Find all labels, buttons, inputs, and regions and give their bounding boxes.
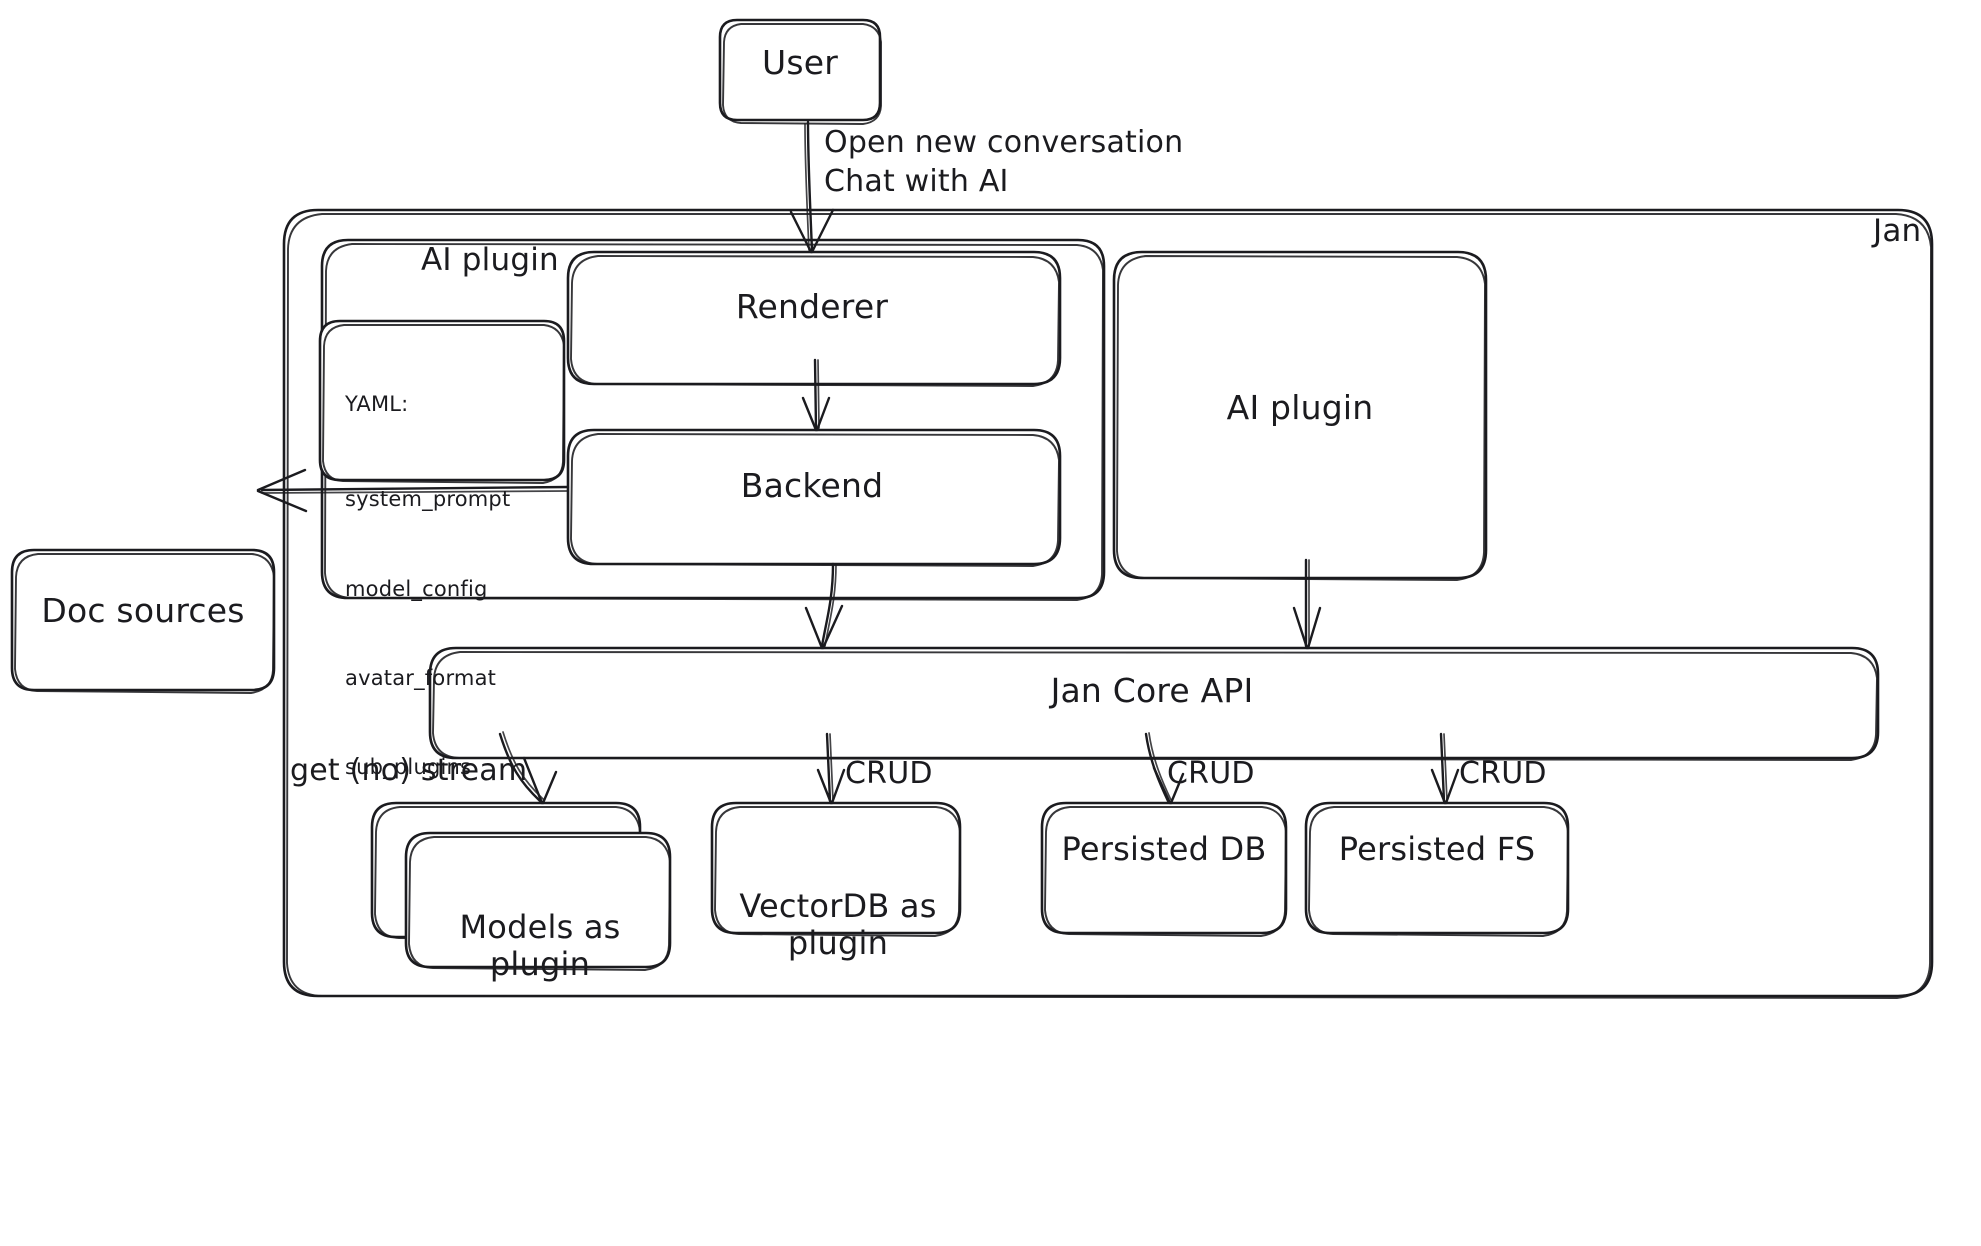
node-vectordb-shape [710,801,962,937]
edge-label-get-no-stream: get (no) stream [290,753,528,788]
edge-label-chat-with-ai: Chat with AI [824,164,1009,199]
yaml-note-key-model-config: model_config [345,576,488,601]
node-vectordb-line1: VectorDB as plugin [739,886,937,963]
node-user-label[interactable]: User [761,43,839,82]
node-persisted-fs-shape [1304,801,1570,937]
node-renderer-label[interactable]: Renderer [735,287,889,326]
node-vectordb-label[interactable]: VectorDB as plugin [739,812,936,1039]
node-ai-plugin-label[interactable]: AI plugin [1226,388,1374,427]
edge-renderer-to-backend [801,358,831,432]
node-persisted-db-shape [1040,801,1288,937]
node-doc-sources-label[interactable]: Doc sources [41,591,245,630]
yaml-note-key-avatar-format: avatar_format [345,665,497,690]
edge-label-crud-vectordb: CRUD [845,756,933,791]
node-jan-core-api-label[interactable]: Jan Core API [1050,671,1254,710]
node-doc-sources-shape [10,548,276,694]
edge-aiplugin-to-core [1292,558,1322,650]
edge-backend-to-core [804,562,844,650]
yaml-note-heading: YAML: [345,391,409,416]
group-ai-plugin-label: AI plugin [421,242,559,278]
yaml-note-key-sub-plugins: sub_plugins [345,755,472,780]
node-models-label[interactable]: Models as plugin [459,833,620,1060]
yaml-note-shape [318,319,566,484]
edge-core-to-persisted-fs [1430,732,1460,805]
edge-core-to-persisted-db [1144,732,1185,805]
edge-label-crud-persisted-db: CRUD [1167,756,1255,791]
node-models-line1: Models as plugin [459,907,621,984]
node-backend-label[interactable]: Backend [740,466,884,505]
edge-label-crud-persisted-fs: CRUD [1459,756,1547,791]
node-ai-plugin-shape [1112,250,1488,581]
node-user-shape [718,18,882,125]
node-persisted-fs-label[interactable]: Persisted FS [1338,830,1536,868]
edge-backend-to-doc-sources [256,468,570,513]
node-models-shape [404,831,672,971]
edge-core-to-models [498,731,558,805]
node-persisted-db-label[interactable]: Persisted DB [1061,830,1267,868]
node-jan-core-api-shape [428,646,1880,761]
node-renderer-shape [566,250,1062,387]
yaml-note-key-system-prompt: system_prompt [345,487,511,512]
yaml-note: YAML: system_prompt model_config avatar_… [345,330,510,843]
edge-core-to-vectordb [816,732,846,805]
edge-user-to-renderer [789,120,835,254]
node-backend-shape [566,428,1062,567]
group-jan-label: Jan [1873,213,1922,249]
edge-label-open-new-conversation: Open new conversation [824,125,1184,160]
